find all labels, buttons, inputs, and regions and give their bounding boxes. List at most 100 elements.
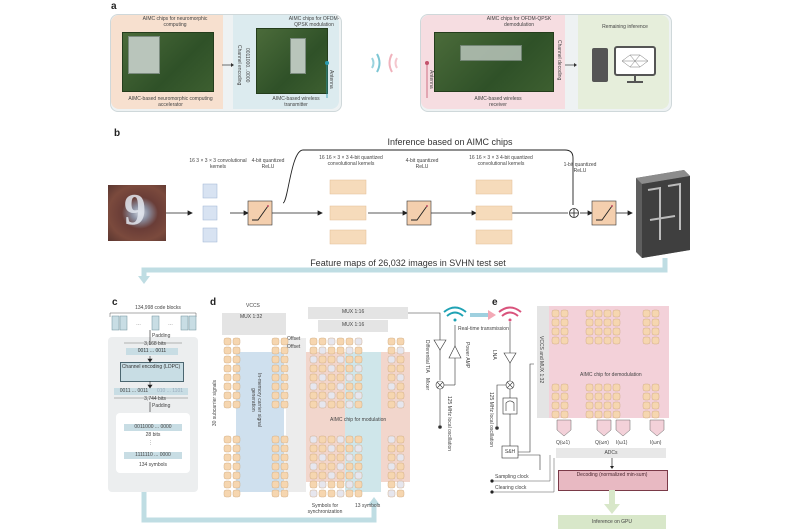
memristor-cell bbox=[551, 410, 560, 419]
memristor-cell bbox=[560, 401, 569, 410]
panel-d-label: d bbox=[210, 297, 217, 308]
memristor-cell bbox=[354, 337, 363, 346]
memristor-cell bbox=[345, 346, 354, 355]
memristor-cell bbox=[551, 401, 560, 410]
tx-antenna-icon bbox=[325, 61, 329, 98]
clearing-label: Clearing clock bbox=[495, 485, 527, 491]
memristor-cell bbox=[336, 364, 345, 373]
memristor-cell bbox=[223, 435, 232, 444]
memristor-cell bbox=[345, 480, 354, 489]
memristor-cell bbox=[560, 383, 569, 392]
sh-label: S&H bbox=[504, 449, 516, 455]
bits2-label: 3,744 bits bbox=[144, 396, 166, 402]
bitstring3-box bbox=[124, 424, 182, 431]
mux32-bar bbox=[222, 313, 286, 335]
memristor-cell bbox=[327, 480, 336, 489]
svg-text:…: … bbox=[136, 321, 141, 327]
memristor-cell bbox=[387, 346, 396, 355]
mux16b-label: MUX 1:16 bbox=[342, 322, 365, 328]
bitstring3: 0011000 ... 0000 bbox=[134, 424, 172, 430]
memristor-cell bbox=[309, 489, 318, 498]
rx-wifi-icon bbox=[498, 306, 522, 317]
memristor-cell bbox=[271, 453, 280, 462]
rt-label: Real-time transmission bbox=[458, 326, 509, 332]
memristor-cell bbox=[309, 471, 318, 480]
memristor-cell bbox=[318, 355, 327, 364]
memristor-cell bbox=[327, 364, 336, 373]
memristor-cell bbox=[309, 382, 318, 391]
memristor-cell bbox=[612, 336, 621, 345]
memristor-cell bbox=[271, 346, 280, 355]
memristor-cell bbox=[560, 309, 569, 318]
mux16b-bar bbox=[318, 320, 388, 332]
memristor-cell bbox=[318, 364, 327, 373]
memristor-cell bbox=[642, 318, 651, 327]
memristor-cell bbox=[612, 383, 621, 392]
memristor-cell bbox=[336, 480, 345, 489]
memristor-cell bbox=[223, 355, 232, 364]
memristor-cell bbox=[551, 383, 560, 392]
memristor-cell bbox=[232, 373, 241, 382]
rx-antenna-icon bbox=[425, 61, 429, 98]
memristor-cell bbox=[271, 400, 280, 409]
tx-wifi-icon bbox=[443, 306, 467, 317]
encoding-label: Channel encoding (LDPC) bbox=[121, 364, 181, 370]
memristor-cell bbox=[309, 444, 318, 453]
relu1-label: 4-bit quantized ReLU bbox=[251, 158, 285, 170]
memristor-cell bbox=[594, 318, 603, 327]
arrow-accel-to-encoding bbox=[222, 63, 234, 67]
kernels2-label: 16 16 × 3 × 3 4-bit quantized convolutio… bbox=[319, 155, 383, 167]
bits3-label: 28 bits bbox=[145, 432, 161, 438]
memristor-cell bbox=[232, 364, 241, 373]
memristor-cell bbox=[642, 336, 651, 345]
memristor-cell bbox=[318, 480, 327, 489]
memristor-cell bbox=[327, 373, 336, 382]
memristor-cell bbox=[271, 355, 280, 364]
memristor-cell bbox=[612, 401, 621, 410]
inference-bracket-line bbox=[282, 149, 574, 205]
memristor-cell bbox=[309, 391, 318, 400]
memristor-cell bbox=[271, 435, 280, 444]
memristor-cell bbox=[232, 382, 241, 391]
memristor-cell bbox=[336, 382, 345, 391]
memristor-cell bbox=[396, 391, 405, 400]
memristor-cell bbox=[603, 410, 612, 419]
code-blocks-row: …… bbox=[109, 312, 197, 331]
memristor-cell bbox=[551, 336, 560, 345]
memristor-cell bbox=[642, 401, 651, 410]
memristor-cell bbox=[642, 383, 651, 392]
memristor-cell bbox=[612, 410, 621, 419]
memristor-cell bbox=[651, 392, 660, 401]
memristor-cell bbox=[551, 318, 560, 327]
mux32-label: MUX 1:32 bbox=[240, 314, 263, 320]
offset2-label: Offset bbox=[287, 344, 301, 350]
memristor-cell bbox=[354, 435, 363, 444]
memristor-cell bbox=[387, 444, 396, 453]
memristor-cell bbox=[318, 444, 327, 453]
memristor-cell bbox=[318, 346, 327, 355]
memristor-cell bbox=[223, 382, 232, 391]
rx-lo-label: 125 MHz local oscillation bbox=[488, 392, 494, 448]
computer-tower-icon bbox=[592, 48, 608, 82]
memristor-cell bbox=[651, 410, 660, 419]
memristor-cell bbox=[387, 355, 396, 364]
memristor-cell bbox=[280, 489, 289, 498]
memristor-cell bbox=[327, 391, 336, 400]
memristor-cell bbox=[585, 392, 594, 401]
memristor-cell bbox=[642, 309, 651, 318]
receiver-chips bbox=[460, 45, 522, 61]
memristor-cell bbox=[223, 444, 232, 453]
memristor-cell bbox=[232, 453, 241, 462]
memristor-cell bbox=[585, 336, 594, 345]
memristor-cell bbox=[651, 327, 660, 336]
memristor-cell bbox=[387, 364, 396, 373]
memristor-cell bbox=[585, 401, 594, 410]
memristor-cell bbox=[396, 346, 405, 355]
memristor-cell bbox=[560, 336, 569, 345]
wireless-signal-icon bbox=[371, 53, 398, 73]
bits1-label: 3,168 bits bbox=[144, 341, 166, 347]
inference-title: Inference based on AIMC chips bbox=[387, 137, 513, 147]
